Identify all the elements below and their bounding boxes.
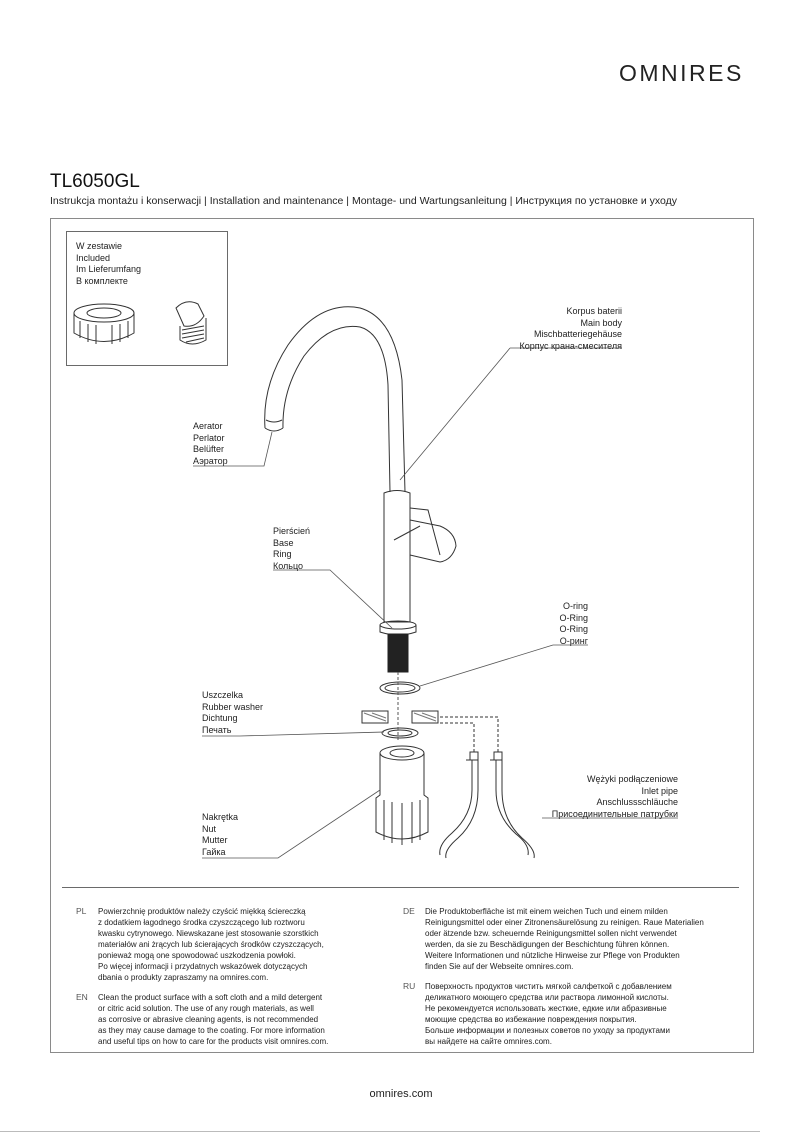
callout-o-ring: O-ring O-Ring O-Ring О-ринг: [559, 601, 588, 647]
nut-leader: [202, 789, 381, 859]
ring-leader: [273, 569, 393, 629]
callout-inlet-pipe: Wężyki podłączeniowe Inlet pipe Anschlus…: [552, 774, 678, 820]
label-de: Belüfter: [193, 444, 225, 454]
label-de: Mutter: [202, 835, 228, 845]
label-pl: O-ring: [562, 601, 588, 611]
label-pl: Wężyki podłączeniowe: [586, 774, 678, 784]
oring-leader: [419, 644, 588, 687]
label-en: O-Ring: [559, 612, 588, 623]
lang-code-en: EN: [76, 992, 88, 1002]
label-en: Main body: [580, 317, 622, 328]
care-text-ru: Поверхность продуктов чистить мягкой сал…: [425, 982, 672, 1046]
label-en: Inlet pipe: [641, 785, 678, 796]
brand-logo: OMNIRES: [619, 60, 744, 86]
label-ru: Корпус крана-смесителя: [519, 340, 622, 351]
diagram-frame: [50, 218, 754, 1053]
countertop-section: [361, 710, 439, 724]
rubber-washer: [381, 727, 419, 739]
mounting-nut: [375, 745, 429, 845]
lang-code-ru: RU: [403, 981, 416, 991]
label-en: Base: [273, 537, 294, 548]
aerator-leader: [193, 431, 273, 467]
label-en: Rubber washer: [202, 701, 264, 712]
label-pl: Nakrętka: [202, 812, 239, 822]
label-de: Mischbatteriegehäuse: [533, 329, 622, 339]
kit-line: Included: [76, 252, 111, 263]
callout-aerator: Aerator Perlator Belüfter Аэратор: [193, 421, 228, 467]
included-kit-box: [66, 231, 228, 366]
callout-rubber-washer: Uszczelka Rubber washer Dichtung Печать: [202, 690, 263, 736]
kit-line: W zestawie: [76, 241, 123, 251]
callout-nut: Nakrętka Nut Mutter Гайка: [202, 812, 238, 858]
label-de: Anschlussschläuche: [596, 797, 678, 807]
o-ring: [379, 681, 421, 695]
label-de: Dichtung: [202, 713, 238, 723]
label-ru: Гайка: [202, 846, 226, 857]
washer-leader: [202, 731, 385, 737]
label-de: Ring: [273, 549, 292, 559]
care-text-en: Clean the product surface with a soft cl…: [98, 993, 329, 1046]
label-pl: Aerator: [193, 421, 223, 431]
label-en: Perlator: [193, 432, 225, 443]
model-title: TL6050GL: [50, 171, 140, 192]
label-ru: Присоединительные патрубки: [551, 808, 678, 819]
care-divider: [62, 887, 739, 888]
care-text-de: Die Produktoberfläche ist mit einem weic…: [425, 907, 704, 971]
kit-nut-ring-icon: [73, 303, 135, 344]
body-leader: [399, 347, 622, 481]
document-subtitle: Instrukcja montażu i konserwacji | Insta…: [50, 195, 678, 207]
callout-main-body: Korpus baterii Main body Mischbatteriege…: [519, 306, 622, 352]
label-ru: Аэратор: [193, 455, 228, 466]
care-text-pl: Powierzchnię produktów należy czyścić mi…: [98, 907, 324, 982]
lang-code-de: DE: [403, 906, 415, 916]
footer-website[interactable]: omnires.com: [369, 1088, 433, 1100]
faucet-spout: [264, 306, 406, 493]
kit-adapter-icon: [175, 301, 207, 345]
kit-line: Im Lieferumfang: [76, 264, 142, 274]
faucet-body: [383, 490, 457, 623]
label-de: O-Ring: [559, 624, 588, 634]
label-pl: Pierścień: [273, 526, 311, 536]
callout-ring: Pierścień Base Ring Кольцо: [273, 526, 310, 572]
kit-line: В комплекте: [76, 275, 128, 286]
label-pl: Korpus baterii: [566, 306, 622, 316]
label-ru: Кольцо: [273, 560, 304, 571]
included-kit-label: W zestawie Included Im Lieferumfang В ко…: [76, 241, 141, 287]
threaded-shank: [387, 633, 409, 673]
bottom-rule: [0, 1131, 760, 1132]
inlet-hoses: [439, 751, 535, 859]
label-en: Nut: [202, 823, 217, 834]
label-ru: Печать: [202, 724, 232, 735]
label-ru: О-ринг: [559, 635, 588, 646]
lang-code-pl: PL: [76, 906, 87, 916]
base-ring: [379, 620, 417, 636]
label-pl: Uszczelka: [202, 690, 244, 700]
